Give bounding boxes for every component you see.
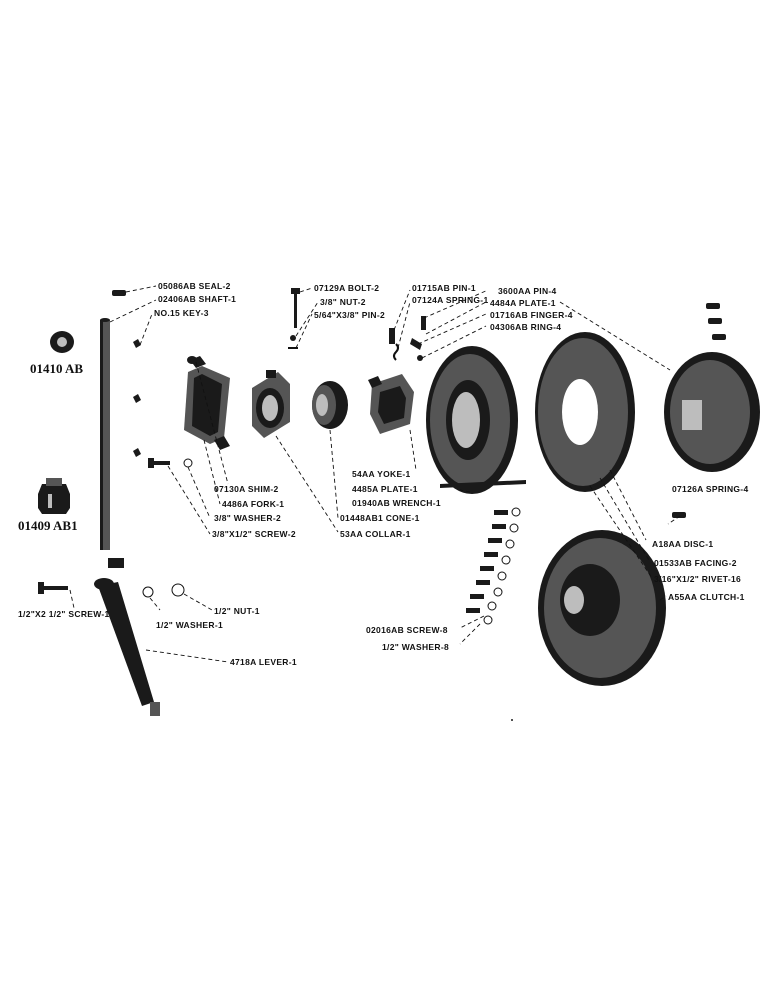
washer-38-part [183,458,193,468]
label-spring-1: 07124A SPRING-1 [412,295,488,305]
label-plate-4484: 4484A PLATE-1 [490,298,556,308]
label-wrench: 01940AB WRENCH-1 [352,498,441,508]
label-lever: 4718A LEVER-1 [230,657,297,667]
label-cone: 01448AB1 CONE-1 [340,513,420,523]
fitting-part-number: 01409 AB1 [18,518,78,533]
label-pin-2: 5/64"X3/8" PIN-2 [314,310,385,320]
key-part-2 [133,448,141,457]
sleeve-part [108,558,124,568]
fitting-part [38,478,70,514]
lever-part [94,578,160,716]
label-finger: 01716AB FINGER-4 [490,310,573,320]
label-rivet: 3/16"X1/2" RIVET-16 [654,574,741,584]
screw-8-parts [466,510,508,613]
shaft-part [100,318,110,550]
nut-38-part [290,335,296,341]
clutch-housing-part [538,530,666,686]
seal-ring-part-number: 01410 AB [30,361,83,376]
finger-part [410,338,422,350]
label-ring: 04306AB RING-4 [490,322,561,332]
facing-plate-part [535,332,635,492]
label-nut-1: 1/2" NUT-1 [214,606,260,616]
label-nut-38: 3/8" NUT-2 [320,297,366,307]
label-disc: A18AA DISC-1 [652,539,713,549]
speck [511,719,513,721]
spring-1-part [393,343,399,361]
label-seal: 05086AB SEAL-2 [158,281,231,291]
pin-4-part [421,316,426,330]
label-fork: 4486A FORK-1 [222,499,284,509]
label-screw-38: 3/8"X1/2" SCREW-2 [212,529,296,539]
washer-1-part [142,586,154,598]
pressure-plate-part [426,346,518,494]
wrench-part [440,480,526,488]
ring-part [417,355,423,361]
label-screw-1: 1/2"X2 1/2" SCREW-1 [18,609,110,619]
label-plate-4485: 4485A PLATE-1 [352,484,418,494]
yoke-part [368,374,414,434]
screw-1-part [38,582,68,594]
leader-lines [69,285,681,663]
collar-part [252,370,290,438]
clutch-disc-part [664,352,760,472]
label-shaft: 02406AB SHAFT-1 [158,294,236,304]
label-washer-8: 1/2" WASHER-8 [382,642,449,652]
label-bolt: 07129A BOLT-2 [314,283,379,293]
seal-part [112,290,126,296]
spring-4-parts [672,303,726,518]
shim-part [187,356,197,364]
label-facing: 01533AB FACING-2 [654,558,737,568]
key-part-1 [133,394,141,403]
label-washer-1: 1/2" WASHER-1 [156,620,223,630]
washer-8-parts [483,507,521,625]
bolt-part [291,288,300,328]
nut-1-part [171,583,185,597]
key-part-3 [133,339,141,348]
label-pin-4: 3600AA PIN-4 [498,286,557,296]
cone-part [312,381,348,429]
label-pin-1: 01715AB PIN-1 [412,283,476,293]
label-key: NO.15 KEY-3 [154,308,209,318]
label-clutch: A55AA CLUTCH-1 [668,592,745,602]
label-screw-8: 02016AB SCREW-8 [366,625,448,635]
label-washer-38: 3/8" WASHER-2 [214,513,281,523]
pin-1-part [389,328,395,344]
label-spring-4: 07126A SPRING-4 [672,484,748,494]
label-shim: 07130A SHIM-2 [214,484,279,494]
screw-38-part [148,458,170,468]
seal-ring-part [50,331,74,353]
label-yoke: 54AA YOKE-1 [352,469,411,479]
label-collar: 53AA COLLAR-1 [340,529,411,539]
